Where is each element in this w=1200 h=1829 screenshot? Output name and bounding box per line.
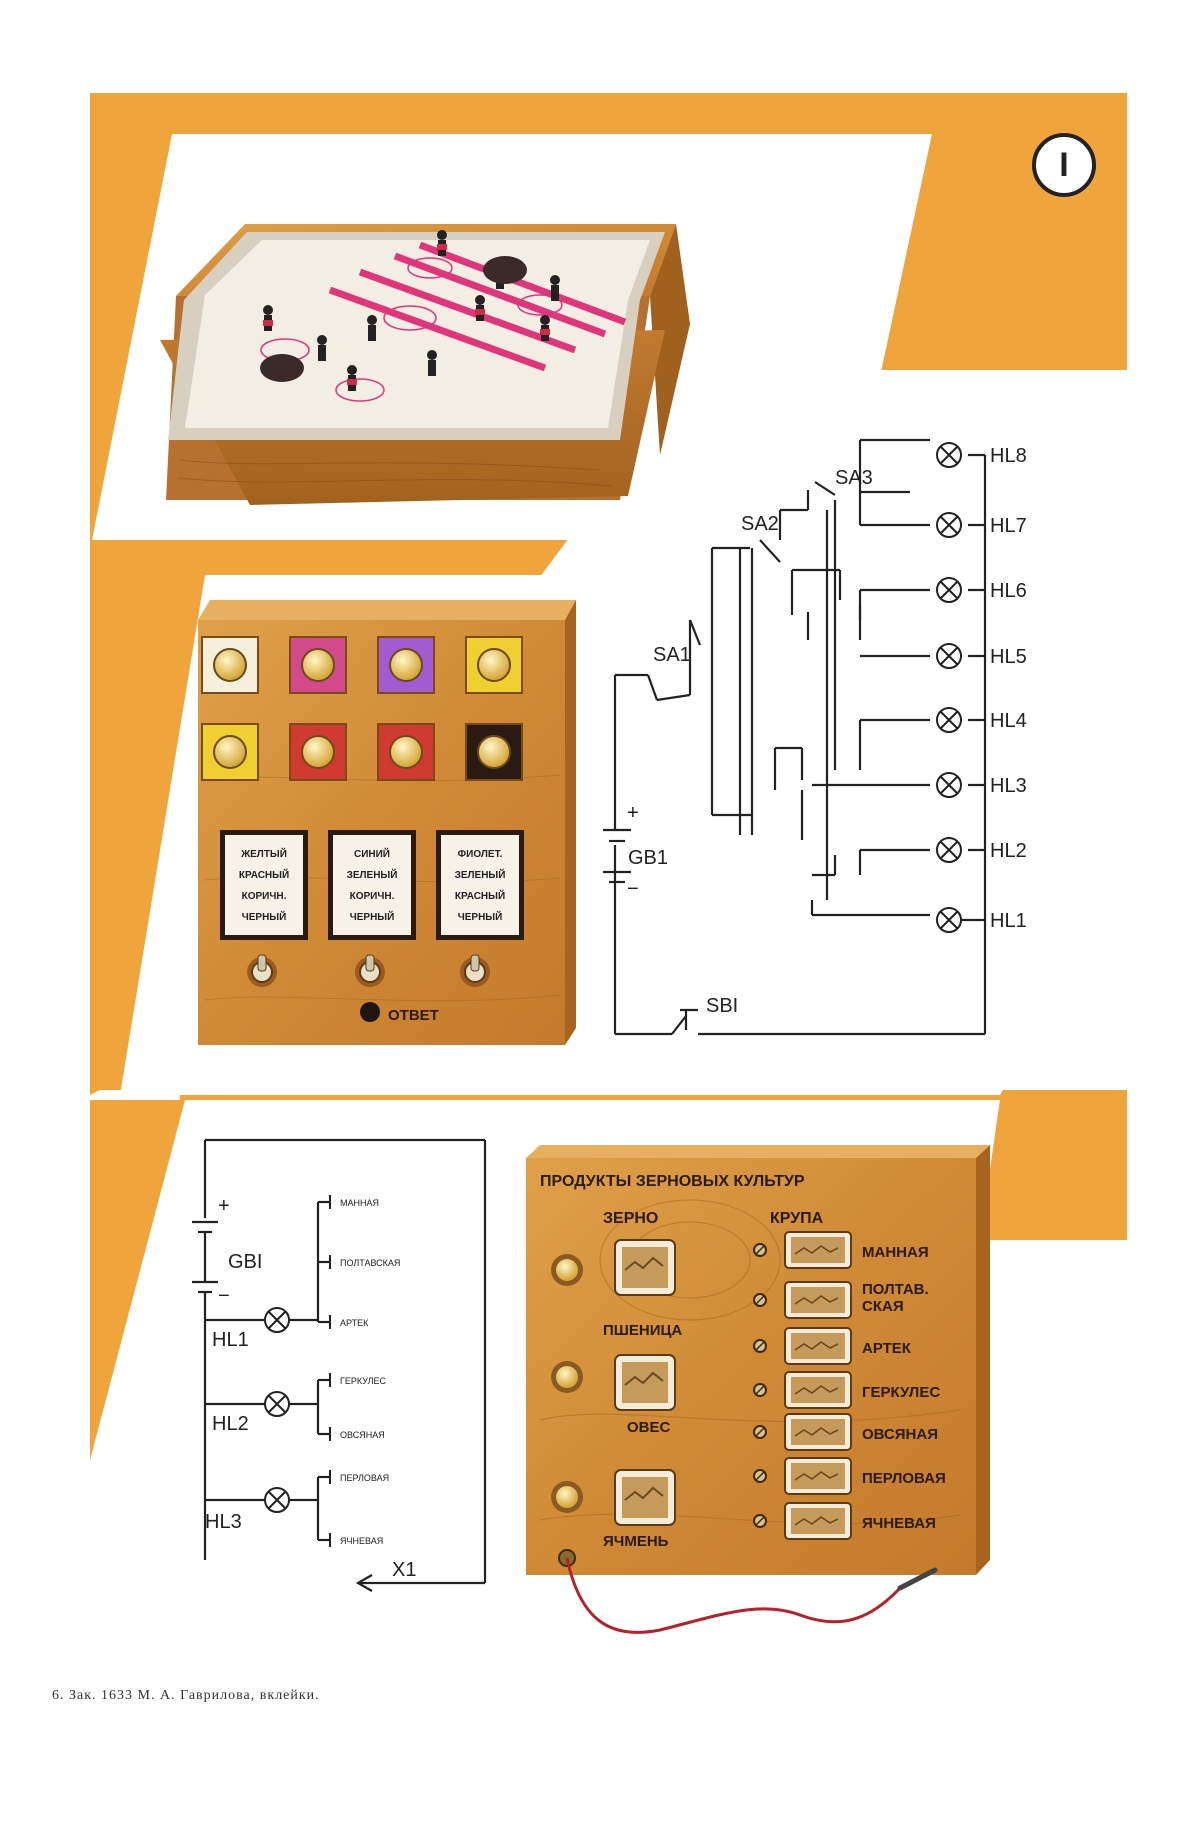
contact-label-mannaya: МАННАЯ — [340, 1198, 379, 1208]
lamp-label-hl6: HL6 — [990, 580, 1027, 602]
switch-label-sa3: SA3 — [835, 467, 873, 489]
grain-picture-barley — [614, 1469, 676, 1526]
switch-label-sa2: SA2 — [741, 513, 779, 535]
lamp-label-hl3-c2: HL3 — [205, 1511, 242, 1533]
groat-row-2 — [753, 1281, 852, 1319]
circuit-1-labels: SA3 SA2 SA1 + GB1 − SBI HL8 HL7 HL6 HL5 … — [627, 445, 1027, 1017]
indicator-lamp-3 — [377, 636, 435, 694]
color-quiz-panel: ЖЕЛТЫЙ КРАСНЫЙ КОРИЧН. ЧЕРНЫЙ СИНИЙ ЗЕЛЕНЫЙ КО… — [198, 600, 576, 1045]
groat-label-skaya: СКАЯ — [862, 1298, 904, 1315]
indicator-lamp-4 — [465, 636, 523, 694]
groat-label-gerkules: ГЕРКУЛЕС — [862, 1384, 940, 1401]
groat-row-7 — [753, 1502, 852, 1540]
grain-products-board: ПРОДУКТЫ ЗЕРНОВЫХ КУЛЬТУР ЗЕРНО КРУПА ПШ… — [526, 1145, 990, 1634]
toggle-switches — [247, 954, 490, 987]
groat-label-mannaya: МАННАЯ — [862, 1244, 929, 1261]
indicator-lamp-2 — [289, 636, 347, 694]
column-header-groats: КРУПА — [770, 1210, 824, 1227]
color-card-2-line-4: ЧЕРНЫЙ — [350, 910, 395, 923]
lamp-label-hl1-c2: HL1 — [212, 1329, 249, 1351]
color-card-3-line-1: ФИОЛЕТ. — [458, 849, 503, 860]
color-card-2-line-1: СИНИЙ — [354, 847, 390, 860]
circuit-2-labels: + GBI − HL1 HL2 HL3 МАННАЯ ПОЛТАВСКАЯ АР… — [205, 1195, 416, 1581]
contact-label-perlovaya: ПЕРЛОВАЯ — [340, 1473, 389, 1483]
contact-label-ovsyanaya: ОВСЯНАЯ — [340, 1430, 385, 1440]
color-card-2-line-3: КОРИЧН. — [350, 891, 395, 902]
color-card-1-line-1: ЖЕЛТЫЙ — [240, 847, 287, 860]
lamp-label-hl8: HL8 — [990, 445, 1027, 467]
groat-row-5 — [753, 1413, 852, 1451]
lamp-label-hl5: HL5 — [990, 646, 1027, 668]
hockey-game-illustration — [160, 224, 690, 505]
color-card-2-line-2: ЗЕЛЕНЫЙ — [347, 868, 398, 881]
toggle-switch-1[interactable] — [247, 954, 277, 987]
switch-label-sa1: SA1 — [653, 644, 691, 666]
groat-row-4 — [753, 1371, 852, 1409]
toggle-switch-2[interactable] — [355, 954, 385, 987]
footer-note: 6. Зак. 1633 М. А. Гаврилова, вклейки. — [52, 1688, 320, 1703]
color-card-1-line-2: КРАСНЫЙ — [239, 868, 289, 881]
battery-label-gbi: GBI — [228, 1251, 262, 1273]
groat-row-1 — [753, 1231, 852, 1269]
answer-label: ОТВЕТ — [388, 1007, 439, 1024]
goal-net-bottom — [260, 354, 304, 382]
lamp-label-hl1: HL1 — [990, 910, 1027, 932]
lamp-label-hl3: HL3 — [990, 775, 1027, 797]
contact-label-yachnevaya: ЯЧНЕВАЯ — [340, 1536, 383, 1546]
svg-text:−: − — [218, 1285, 230, 1307]
battery-label-gb1: GB1 — [628, 847, 668, 869]
indicator-lamp-7 — [377, 723, 435, 781]
color-card-3: ФИОЛЕТ. ЗЕЛЕНЫЙ КРАСНЫЙ ЧЕРНЫЙ — [436, 830, 524, 940]
indicator-lamp-1 — [201, 636, 259, 694]
circuit-diagram-2 — [192, 1138, 487, 1592]
svg-text:+: + — [627, 802, 639, 824]
toggle-switch-3[interactable] — [460, 954, 490, 987]
goal-net-top — [483, 256, 527, 284]
color-card-3-line-4: ЧЕРНЫЙ — [458, 910, 503, 923]
grain-picture-wheat — [614, 1239, 676, 1296]
board-title: ПРОДУКТЫ ЗЕРНОВЫХ КУЛЬТУР — [540, 1173, 805, 1190]
contact-label-artek: АРТЕК — [340, 1318, 369, 1328]
lamp-label-hl2-c2: HL2 — [212, 1413, 249, 1435]
lamp-label-hl4: HL4 — [990, 710, 1027, 732]
probe-plug-x1[interactable] — [897, 1567, 938, 1591]
plate-number-badge: I — [1032, 133, 1096, 197]
color-card-3-line-3: КРАСНЫЙ — [455, 889, 505, 902]
lamp-label-hl2: HL2 — [990, 840, 1027, 862]
circuit-diagram-1 — [603, 438, 987, 1036]
indicator-lamp-5 — [201, 723, 259, 781]
color-card-2: СИНИЙ ЗЕЛЕНЫЙ КОРИЧН. ЧЕРНЫЙ — [328, 830, 416, 940]
button-label-sb1: SBI — [706, 995, 738, 1017]
plug-label-x1: X1 — [392, 1559, 416, 1581]
column-header-grain: ЗЕРНО — [603, 1210, 658, 1227]
color-card-3-line-2: ЗЕЛЕНЫЙ — [455, 868, 506, 881]
color-card-1: ЖЕЛТЫЙ КРАСНЫЙ КОРИЧН. ЧЕРНЫЙ — [220, 830, 308, 940]
grain-picture-oats — [614, 1354, 676, 1411]
svg-text:+: + — [218, 1195, 230, 1217]
grain-label-wheat: ПШЕНИЦА — [603, 1322, 682, 1339]
answer-indicator-lamp — [360, 1002, 380, 1022]
svg-text:−: − — [627, 878, 639, 900]
groat-label-perlovaya: ПЕРЛОВАЯ — [862, 1470, 946, 1487]
hockey-rink-lines — [328, 241, 627, 372]
groat-label-yachnevaya: ЯЧНЕВАЯ — [862, 1515, 936, 1532]
color-card-1-line-4: ЧЕРНЫЙ — [242, 910, 287, 923]
contact-label-gerkules: ГЕРКУЛЕС — [340, 1376, 387, 1386]
indicator-lamp-6 — [289, 723, 347, 781]
groat-label-artek: АРТЕК — [862, 1340, 912, 1357]
color-card-1-line-3: КОРИЧН. — [242, 891, 287, 902]
probe-cord[interactable] — [565, 1557, 902, 1634]
groat-row-3 — [753, 1327, 852, 1365]
grain-label-oats: ОВЕС — [627, 1419, 671, 1436]
groat-label-poltav: ПОЛТАВ. — [862, 1281, 929, 1298]
grain-label-barley: ЯЧМЕНЬ — [603, 1533, 669, 1550]
lamp-label-hl7: HL7 — [990, 515, 1027, 537]
groat-label-ovsyanaya: ОВСЯНАЯ — [862, 1426, 938, 1443]
grain-lamps — [551, 1254, 583, 1513]
contact-label-poltavskaya: ПОЛТАВСКАЯ — [340, 1258, 400, 1268]
indicator-lamp-8 — [465, 723, 523, 781]
groat-row-6 — [753, 1457, 852, 1495]
